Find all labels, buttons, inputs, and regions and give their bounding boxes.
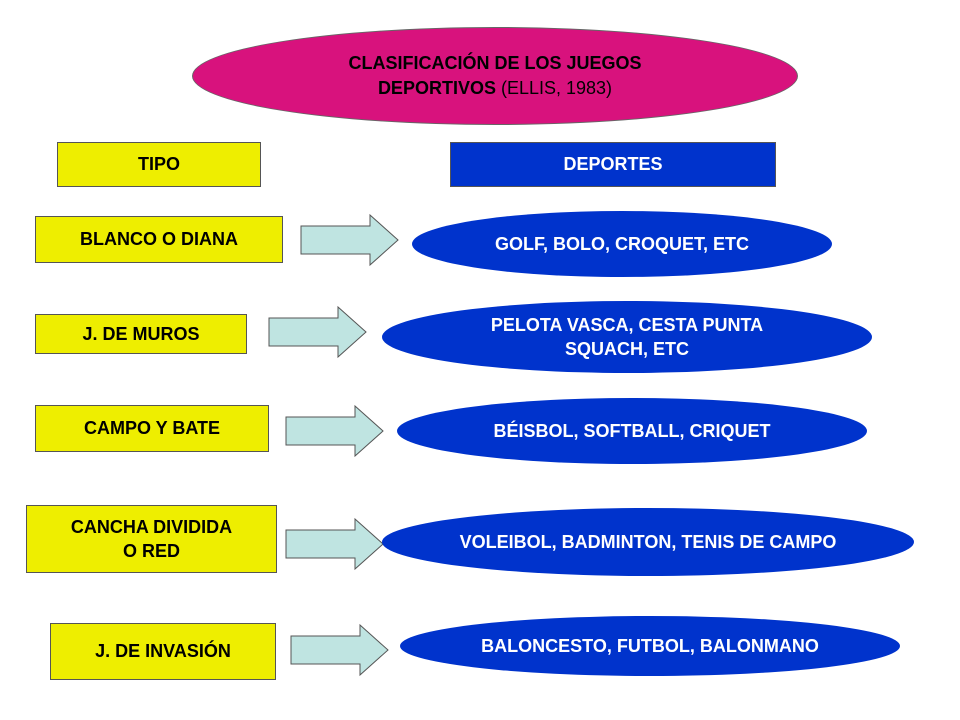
- right-arrow-icon: [285, 517, 384, 571]
- diagram-title: CLASIFICACIÓN DE LOS JUEGOS DEPORTIVOS (…: [348, 51, 641, 101]
- type-label: J. DE INVASIÓN: [95, 641, 231, 662]
- sports-ellipse: VOLEIBOL, BADMINTON, TENIS DE CAMPO: [382, 508, 914, 576]
- title-ellipse: CLASIFICACIÓN DE LOS JUEGOS DEPORTIVOS (…: [192, 27, 798, 125]
- type-label: CAMPO Y BATE: [83, 418, 221, 439]
- title-line-2-bold: DEPORTIVOS: [377, 78, 496, 98]
- header-deportes: DEPORTES: [450, 142, 776, 187]
- type-line: O RED: [122, 541, 180, 561]
- type-box: CAMPO Y BATE: [35, 405, 269, 452]
- sports-ellipse: BALONCESTO, FUTBOL, BALONMANO: [400, 616, 900, 676]
- type-label: J. DE MUROS: [82, 323, 200, 344]
- right-arrow-icon: [285, 404, 384, 458]
- sports-ellipse: BÉISBOL, SOFTBALL, CRIQUET: [397, 398, 867, 464]
- type-box: J. DE MUROS: [35, 314, 247, 354]
- sports-label: BÉISBOL, SOFTBALL, CRIQUET: [493, 420, 771, 441]
- header-tipo: TIPO: [57, 142, 261, 187]
- title-line-2-normal: (ELLIS, 1983): [495, 78, 613, 98]
- type-label: CANCHA DIVIDIDA O RED: [71, 515, 232, 564]
- type-line: CANCHA DIVIDIDA: [70, 516, 233, 537]
- title-line-1: CLASIFICACIÓN DE LOS JUEGOS: [348, 52, 642, 73]
- sports-label: BALONCESTO, FUTBOL, BALONMANO: [481, 635, 819, 656]
- sports-line: SQUACH, ETC: [564, 339, 689, 359]
- type-box: J. DE INVASIÓN: [50, 623, 276, 680]
- right-arrow-icon: [300, 213, 399, 267]
- header-deportes-label: DEPORTES: [563, 154, 663, 175]
- sports-label: GOLF, BOLO, CROQUET, ETC: [494, 233, 749, 254]
- type-label: BLANCO O DIANA: [80, 229, 238, 250]
- type-box: BLANCO O DIANA: [35, 216, 283, 263]
- right-arrow-icon: [268, 305, 367, 359]
- sports-label: PELOTA VASCA, CESTA PUNTA SQUACH, ETC: [491, 313, 763, 362]
- sports-ellipse: GOLF, BOLO, CROQUET, ETC: [412, 211, 832, 277]
- type-box: CANCHA DIVIDIDA O RED: [26, 505, 277, 573]
- sports-ellipse: PELOTA VASCA, CESTA PUNTA SQUACH, ETC: [382, 301, 872, 373]
- sports-line: PELOTA VASCA, CESTA PUNTA: [490, 314, 764, 335]
- right-arrow-icon: [290, 623, 389, 677]
- header-tipo-label: TIPO: [137, 154, 180, 175]
- sports-label: VOLEIBOL, BADMINTON, TENIS DE CAMPO: [459, 531, 837, 552]
